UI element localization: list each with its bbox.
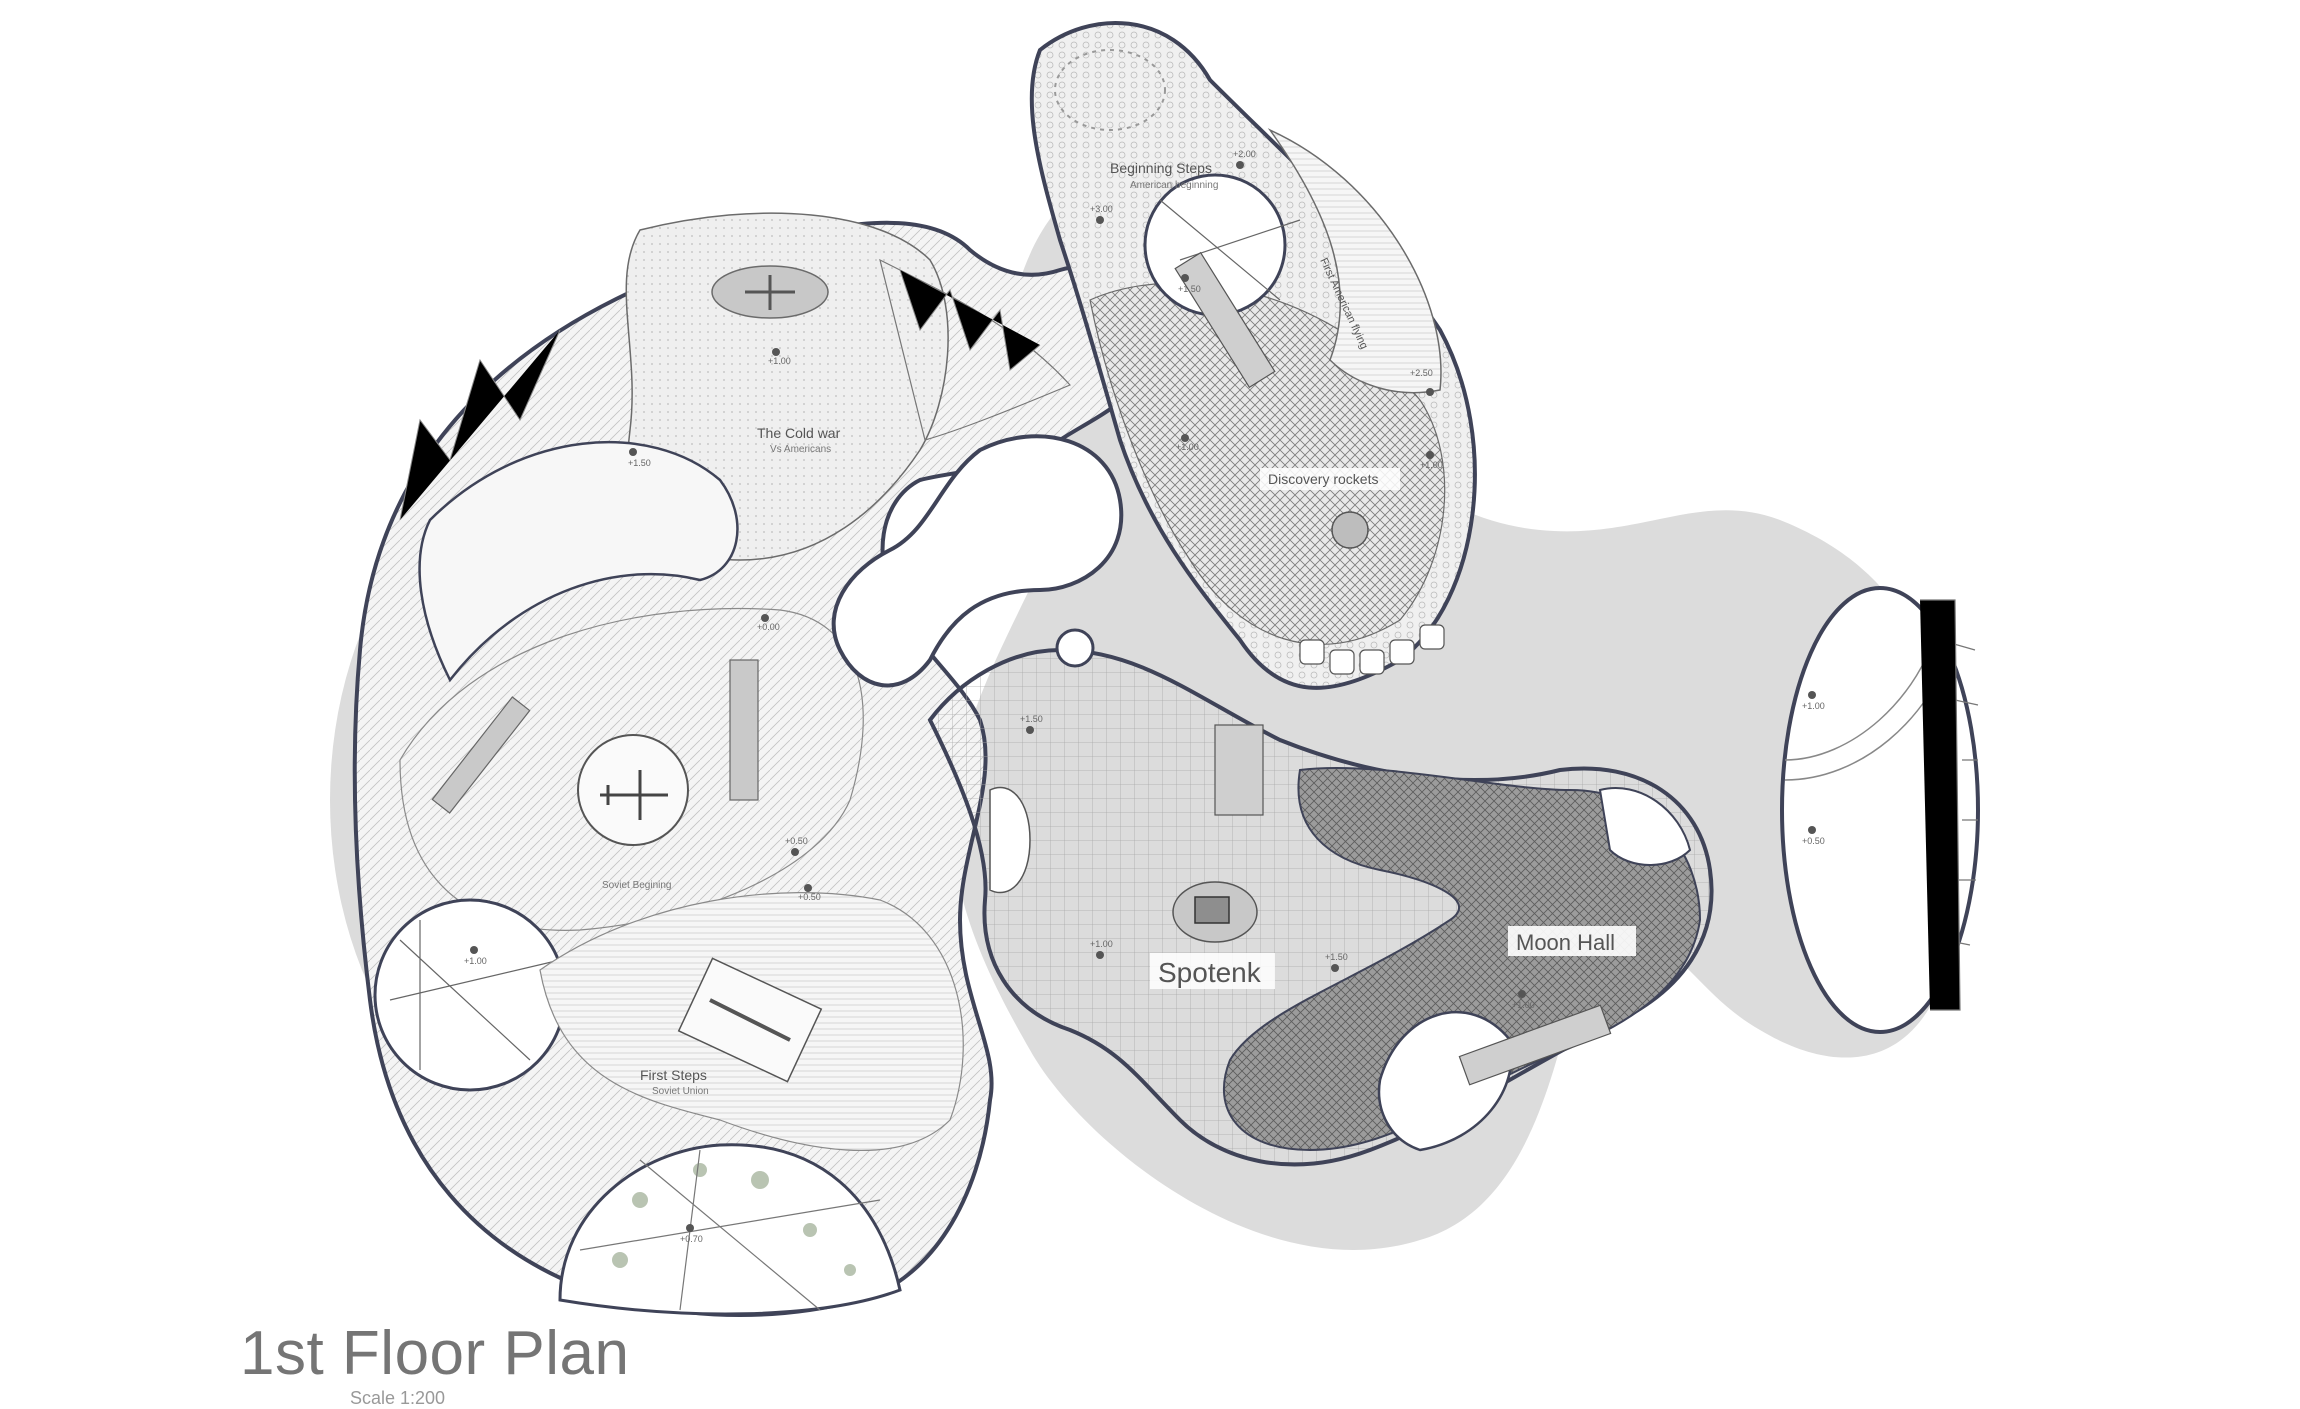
- level-marker: +2.50: [1410, 368, 1434, 396]
- svg-text:+1.00: +1.00: [768, 356, 791, 366]
- level-marker: +1.00: [768, 348, 791, 366]
- truss-lines: [399, 269, 1041, 521]
- level-marker: +0.70: [680, 1224, 703, 1244]
- exhibit-plinth-left: [431, 696, 531, 814]
- svg-text:+1.50: +1.50: [1325, 952, 1348, 962]
- level-marker: +0.50: [785, 836, 808, 856]
- level-markers: +2.00 +3.00 +1.50 +2.50 +1.00 +1.00 +1.0…: [464, 149, 1825, 1244]
- label-spotenk: Spotenk: [1158, 957, 1262, 988]
- svg-text:+1.00: +1.00: [1420, 460, 1443, 470]
- building-east: [927, 628, 1714, 1167]
- drawing-scale: Scale 1:200: [350, 1388, 446, 1408]
- stair-tower-west: [373, 898, 567, 1092]
- level-marker: +0.00: [757, 614, 780, 632]
- svg-text:+1.00: +1.00: [1802, 701, 1825, 711]
- escalator-east: [1458, 1004, 1612, 1086]
- label-discovery-rockets: Discovery rockets: [1268, 471, 1378, 487]
- entry-column: [1055, 628, 1095, 668]
- svg-text:+0.50: +0.50: [1802, 836, 1825, 846]
- aircraft-icon: [600, 770, 668, 820]
- garden-trees: [612, 1163, 856, 1276]
- svg-text:+1.00: +1.00: [464, 956, 487, 966]
- garden-courtyard: [558, 1143, 902, 1316]
- svg-text:+0.00: +0.00: [757, 622, 780, 632]
- svg-text:+2.00: +2.00: [1233, 149, 1256, 159]
- level-marker: +1.00: [1176, 434, 1199, 452]
- svg-text:+1.00: +1.00: [1176, 442, 1199, 452]
- escalator-north: [1174, 251, 1276, 389]
- level-marker: +1.00: [1802, 691, 1825, 711]
- level-marker: +0.50: [798, 884, 821, 902]
- drawing-title: 1st Floor Plan: [240, 1319, 630, 1388]
- moon-hall-stair-pod: [1377, 1011, 1513, 1152]
- level-marker: +2.00: [1233, 149, 1256, 169]
- curved-ramp: [418, 440, 739, 683]
- escalator-central: [1214, 724, 1264, 816]
- level-marker: +0.50: [1802, 826, 1825, 846]
- svg-text:+1.50: +1.50: [1020, 714, 1043, 724]
- rocket-exhibit-icon: [709, 998, 791, 1042]
- spotenk-exhibit-icon: [1194, 896, 1230, 924]
- building-west: [352, 212, 1154, 1317]
- label-first-steps-sub: Soviet Union: [652, 1086, 709, 1097]
- svg-text:+1.00: +1.00: [1090, 939, 1113, 949]
- east-pavilion-grid: [1920, 599, 1979, 1011]
- level-marker: +1.00: [464, 946, 487, 966]
- label-beginning-steps: Beginning Steps: [1110, 160, 1212, 176]
- svg-text:+0.50: +0.50: [785, 836, 808, 846]
- level-marker: +1.50: [628, 448, 651, 468]
- soviet-aircraft-pad: [577, 734, 689, 846]
- first-american-flying-wing: [1267, 128, 1442, 394]
- moon-hall-stair-north: [1598, 787, 1692, 866]
- svg-text:+1.50: +1.50: [628, 458, 651, 468]
- label-soviet-beginning: Soviet Begining: [602, 880, 672, 891]
- level-marker: +1.50: [1178, 274, 1201, 294]
- central-void: [831, 434, 1124, 688]
- label-cold-war: The Cold war: [757, 425, 841, 441]
- cold-war-exhibit-icon: [745, 275, 795, 310]
- level-marker: +1.00: [1420, 451, 1443, 470]
- label-moon-hall: Moon Hall: [1516, 930, 1615, 955]
- building-east-pavilion: [1780, 586, 1980, 1034]
- svg-text:+2.50: +2.50: [1410, 368, 1433, 378]
- rocket-display-bays: [1299, 624, 1445, 675]
- discovery-exhibit-pad: [1331, 511, 1369, 549]
- svg-text:+0.50: +0.50: [798, 892, 821, 902]
- label-beginning-steps-sub: American beginning: [1130, 180, 1218, 191]
- label-cold-war-sub: Vs Americans: [770, 444, 831, 455]
- level-marker: +3.00: [1090, 204, 1113, 224]
- seating-arc: [1054, 49, 1166, 131]
- west-link-stair: [989, 786, 1031, 894]
- exhibit-plinth-right: [729, 659, 759, 801]
- svg-text:+0.70: +0.70: [680, 1234, 703, 1244]
- level-marker: +1.00: [1512, 990, 1535, 1010]
- svg-text:+1.50: +1.50: [1178, 284, 1201, 294]
- stair-tower-west-lines: [389, 920, 561, 1070]
- svg-text:+1.00: +1.00: [1512, 1000, 1535, 1010]
- level-marker: +1.00: [1090, 939, 1113, 959]
- building-north: [1029, 21, 1477, 690]
- level-marker: +1.50: [1020, 714, 1043, 734]
- level-marker: +1.50: [1325, 952, 1348, 972]
- svg-text:+3.00: +3.00: [1090, 204, 1113, 214]
- label-first-steps: First Steps: [640, 1067, 707, 1083]
- truss-wedge: [879, 258, 1072, 441]
